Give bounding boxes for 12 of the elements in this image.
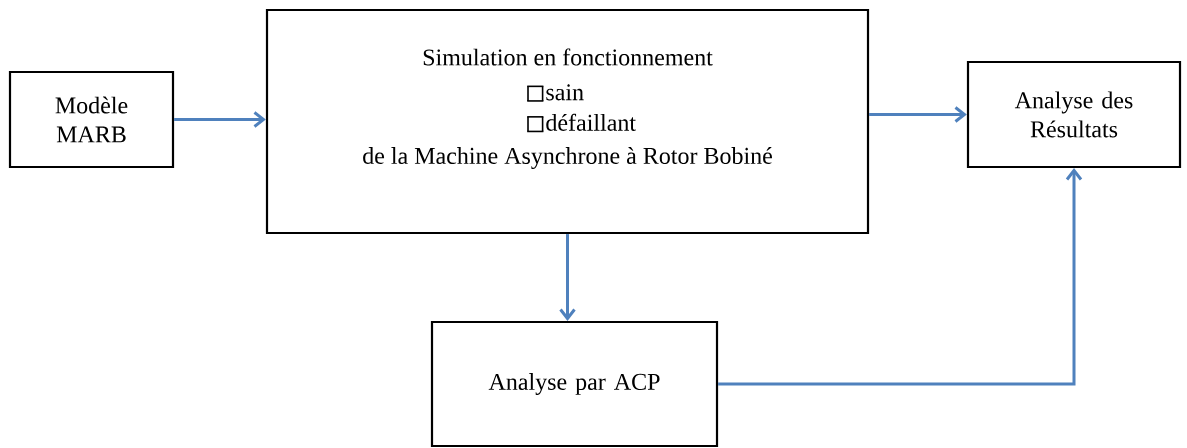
arrow: [559, 234, 576, 321]
arrow: [718, 168, 1083, 386]
box-text: Simulation en fonctionnement: [423, 48, 713, 66]
process-box: Modèle MARB: [8, 70, 175, 169]
process-box: [265, 8, 870, 235]
arrow: [174, 111, 266, 128]
process-box: Analyse par ACP: [430, 320, 719, 448]
list-item: sain: [526, 84, 584, 102]
box-text: de la Machine Asynchrone à Rotor Bobiné: [363, 147, 772, 169]
list-item: défaillant: [526, 113, 636, 133]
process-box: Analyse des Résultats: [966, 60, 1182, 169]
arrow: [869, 106, 967, 123]
